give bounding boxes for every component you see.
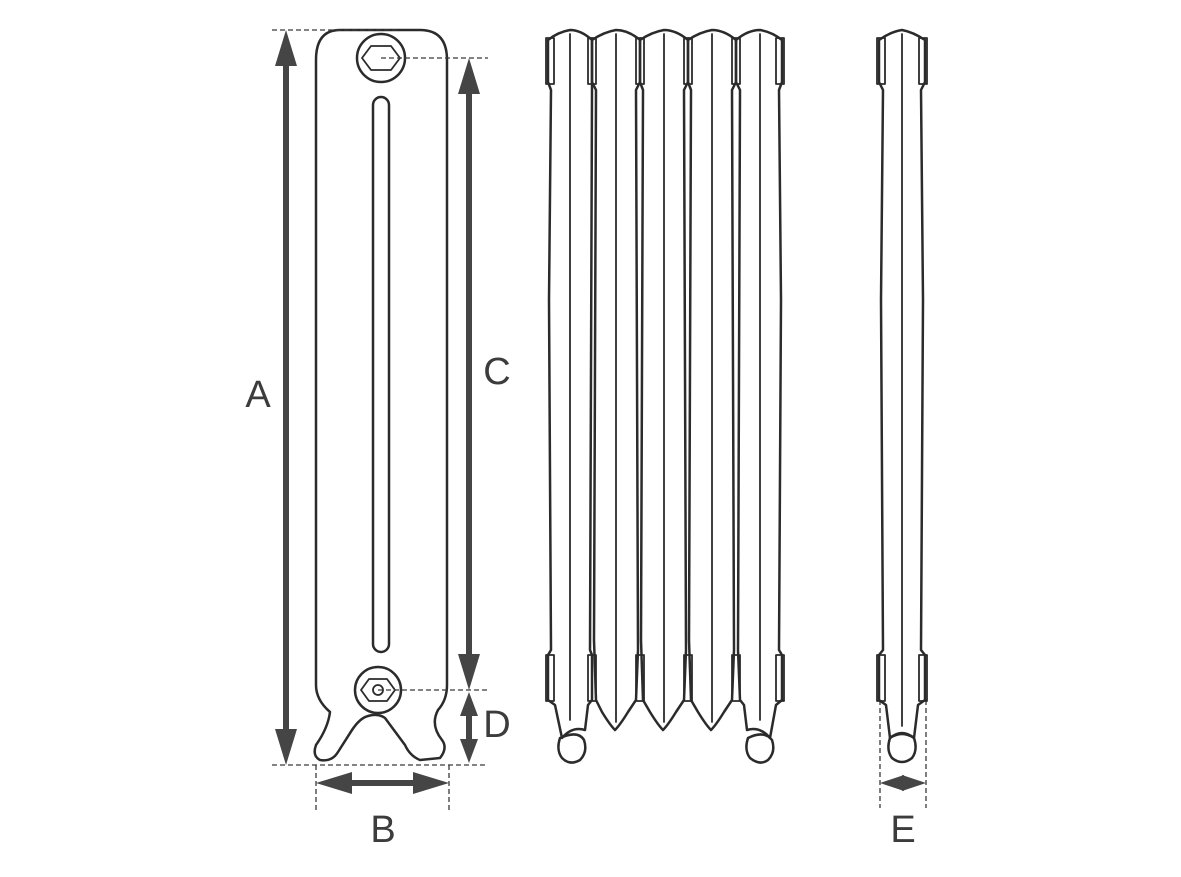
top-hex-nut <box>361 45 401 71</box>
bottom-connection-boss <box>353 665 403 715</box>
column-section-4 <box>686 28 738 732</box>
right-foot <box>745 733 775 764</box>
column-section-3 <box>638 28 690 732</box>
dimension-a-label: A <box>245 374 271 416</box>
dimension-e: E <box>880 775 926 851</box>
dimension-d: D <box>460 692 511 763</box>
dimension-c-label: C <box>483 351 510 393</box>
column-section-5 <box>734 28 784 740</box>
dimension-a: A <box>245 30 297 765</box>
connection-collars <box>545 37 785 702</box>
front-view <box>313 28 449 762</box>
bottom-hex-nut <box>360 678 396 702</box>
front-section-outline <box>313 28 449 762</box>
dimension-b: B <box>316 772 449 851</box>
dimension-b-label: B <box>370 809 395 851</box>
single-section-side-view <box>876 28 928 764</box>
single-column-foot <box>887 732 917 764</box>
front-center-channel <box>371 95 391 654</box>
multi-section-side-view <box>545 28 785 764</box>
dimension-c: C <box>458 58 511 690</box>
extension-lines <box>272 29 927 812</box>
column-ribs <box>569 33 761 723</box>
column-section-1 <box>546 28 594 740</box>
dimension-e-label: E <box>890 809 915 851</box>
single-column-outline <box>877 28 927 740</box>
dimension-d-label: D <box>483 704 510 746</box>
left-foot <box>557 733 587 764</box>
column-section-2 <box>590 28 642 732</box>
